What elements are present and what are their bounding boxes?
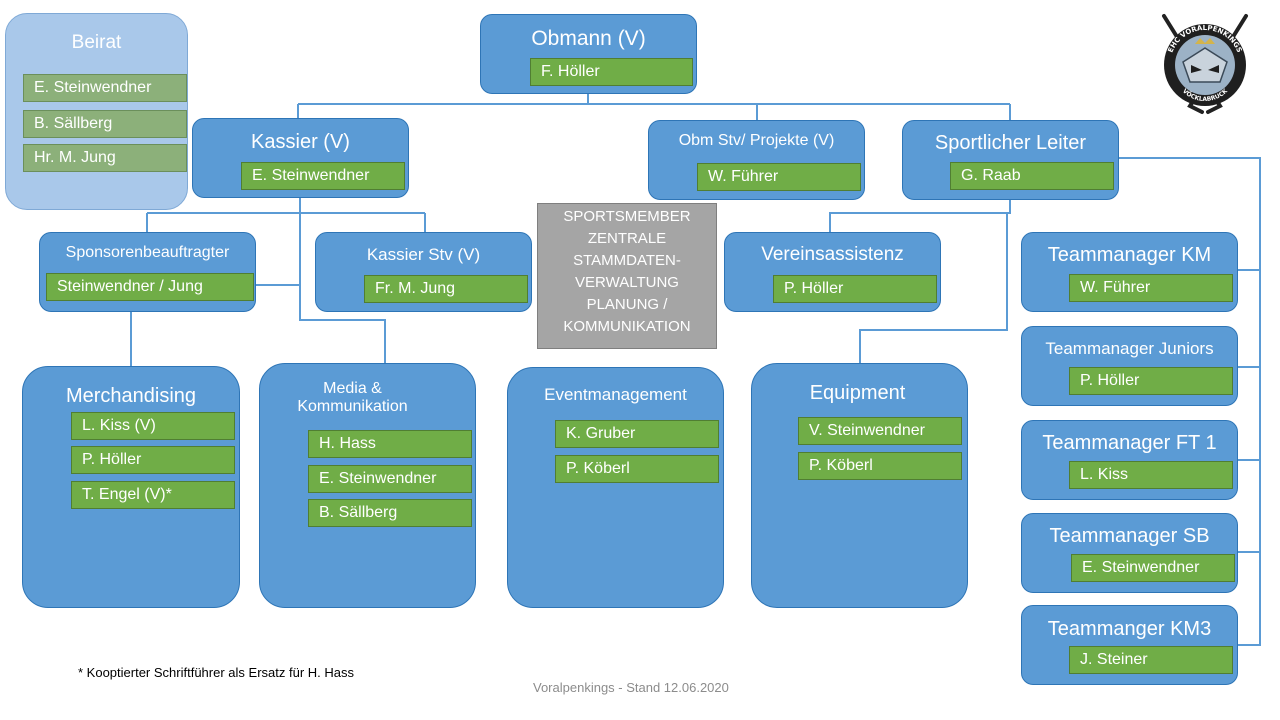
club-logo-icon: EHC VORALPENKINGS VÖCKLABRUCK xyxy=(1162,14,1248,114)
beirat-member: B. Sällberg xyxy=(23,110,187,138)
tm-juniors-title: Teammanager Juniors xyxy=(1045,339,1214,358)
tm-sb-member: E. Steinwendner xyxy=(1071,554,1235,582)
tm-km-member: W. Führer xyxy=(1069,274,1233,302)
merchandising-member: T. Engel (V)* xyxy=(71,481,235,509)
media-member: H. Hass xyxy=(308,430,472,458)
equipment-member: V. Steinwendner xyxy=(798,417,962,445)
tm-ft1-title: Teammanager FT 1 xyxy=(1042,432,1217,454)
beirat-box: Beirat E. Steinwendner B. Sällberg Hr. M… xyxy=(5,13,188,210)
eventmanagement-box: Eventmanagement K. Gruber P. Köberl xyxy=(507,367,724,608)
kassier-title: Kassier (V) xyxy=(251,131,350,153)
eventmanagement-member: P. Köberl xyxy=(555,455,719,483)
obmann-title: Obmann (V) xyxy=(531,27,646,50)
sportsmember-box: SPORTSMEMBER ZENTRALE STAMMDATEN- VERWAL… xyxy=(537,203,717,349)
sponsoren-member: Steinwendner / Jung xyxy=(46,273,254,301)
obm-stv-box: Obm Stv/ Projekte (V) W. Führer xyxy=(648,120,865,200)
tm-ft1-member: L. Kiss xyxy=(1069,461,1233,489)
obm-stv-member: W. Führer xyxy=(697,163,861,191)
vereinsassistenz-title: Vereinsassistenz xyxy=(761,244,904,265)
eventmanagement-member: K. Gruber xyxy=(555,420,719,448)
media-member: E. Steinwendner xyxy=(308,465,472,493)
sportlicher-leiter-member: G. Raab xyxy=(950,162,1114,190)
tm-sb-title: Teammanager SB xyxy=(1049,525,1210,547)
tm-juniors-member: P. Höller xyxy=(1069,367,1233,395)
obmann-member: F. Höller xyxy=(530,58,693,86)
footnote: * Kooptierter Schriftführer als Ersatz f… xyxy=(78,665,354,680)
media-title: Media & Kommunikation xyxy=(297,380,408,416)
kassier-box: Kassier (V) E. Steinwendner xyxy=(192,118,409,198)
sportlicher-leiter-title: Sportlicher Leiter xyxy=(934,132,1087,154)
beirat-title: Beirat xyxy=(71,32,122,53)
tm-km-title: Teammanager KM xyxy=(1047,244,1212,266)
eventmanagement-title: Eventmanagement xyxy=(544,385,687,404)
kassier-stv-box: Kassier Stv (V) Fr. M. Jung xyxy=(315,232,532,312)
merchandising-member: L. Kiss (V) xyxy=(71,412,235,440)
media-box: Media & Kommunikation H. Hass E. Steinwe… xyxy=(259,363,476,608)
sponsoren-title: Sponsorenbeauftragter xyxy=(65,244,230,261)
equipment-member: P. Köberl xyxy=(798,452,962,480)
vereinsassistenz-member: P. Höller xyxy=(773,275,937,303)
media-member: B. Sällberg xyxy=(308,499,472,527)
kassier-stv-member: Fr. M. Jung xyxy=(364,275,528,303)
footer: Voralpenkings - Stand 12.06.2020 xyxy=(533,680,729,695)
equipment-title: Equipment xyxy=(809,382,906,404)
tm-km3-member: J. Steiner xyxy=(1069,646,1233,674)
tm-juniors-box: Teammanager Juniors P. Höller xyxy=(1021,326,1238,406)
merchandising-member: P. Höller xyxy=(71,446,235,474)
kassier-stv-title: Kassier Stv (V) xyxy=(366,245,481,264)
beirat-member: Hr. M. Jung xyxy=(23,144,187,172)
sponsoren-box: Sponsorenbeauftragter Steinwendner / Jun… xyxy=(39,232,256,312)
tm-sb-box: Teammanager SB E. Steinwendner xyxy=(1021,513,1238,593)
tm-km3-box: Teammanger KM3 J. Steiner xyxy=(1021,605,1238,685)
equipment-box: Equipment V. Steinwendner P. Köberl xyxy=(751,363,968,608)
tm-km3-title: Teammanger KM3 xyxy=(1047,618,1212,640)
vereinsassistenz-box: Vereinsassistenz P. Höller xyxy=(724,232,941,312)
merchandising-title: Merchandising xyxy=(65,385,197,407)
tm-ft1-box: Teammanager FT 1 L. Kiss xyxy=(1021,420,1238,500)
kassier-member: E. Steinwendner xyxy=(241,162,405,190)
beirat-member: E. Steinwendner xyxy=(23,74,187,102)
tm-km-box: Teammanager KM W. Führer xyxy=(1021,232,1238,312)
merchandising-box: Merchandising L. Kiss (V) P. Höller T. E… xyxy=(22,366,240,608)
obmann-box: Obmann (V) F. Höller xyxy=(480,14,697,94)
sportlicher-leiter-box: Sportlicher Leiter G. Raab xyxy=(902,120,1119,200)
obm-stv-title: Obm Stv/ Projekte (V) xyxy=(678,132,835,149)
